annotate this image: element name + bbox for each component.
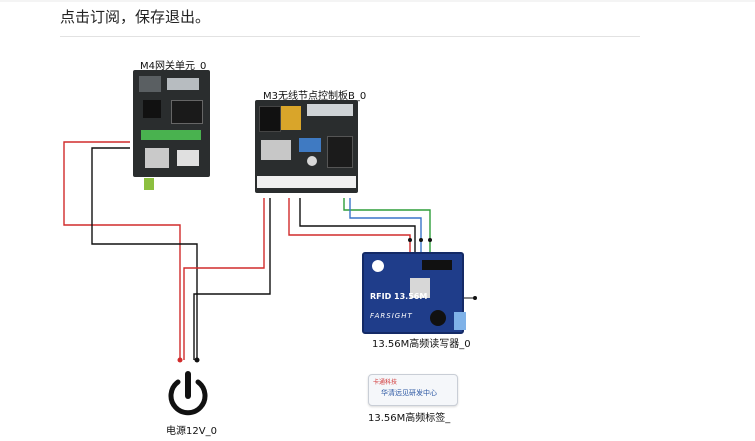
power-label: 电源12V_0 xyxy=(166,426,217,437)
m3-relay-left xyxy=(259,106,281,132)
m4-header-strip xyxy=(167,78,199,90)
m3-relay-yellow xyxy=(281,106,301,130)
m3-battery xyxy=(307,156,317,166)
m4-cpu-chip xyxy=(143,100,161,118)
m3-terminal-row xyxy=(257,176,356,188)
black-wire-m3-to-power xyxy=(193,198,271,360)
black-wire-m4-to-power xyxy=(91,147,198,360)
section-divider xyxy=(60,36,640,37)
card-logo: 卡通科技 xyxy=(373,379,398,386)
green-wire-m3-to-rfid xyxy=(343,198,431,255)
top-edge-strip xyxy=(0,0,755,2)
rfid-tag-label: 13.56M高频标签_ xyxy=(368,413,451,424)
m3-mcu xyxy=(327,136,353,168)
m4-antenna-connector xyxy=(144,178,154,190)
power-supply[interactable] xyxy=(164,370,212,418)
m4-gateway-board[interactable] xyxy=(133,70,210,177)
rfid-brand-text: FARSIGHT xyxy=(370,312,413,320)
rfid-mount-hole xyxy=(372,260,384,272)
rfid-antenna-part xyxy=(454,312,466,330)
rfid-reader-label: 13.56M高频读写器_0 xyxy=(372,339,471,350)
rfid-reader-board[interactable]: RFID 13.56M FARSIGHT xyxy=(362,252,464,334)
red-wire-m4-to-power xyxy=(63,141,181,360)
m3-control-board[interactable] xyxy=(255,100,358,193)
black-wire-m3-to-rfid xyxy=(299,198,416,255)
m4-ethernet-port xyxy=(139,76,161,92)
red-wire-m3-to-power xyxy=(183,198,265,360)
m4-module xyxy=(171,100,203,124)
instruction-text: 点击订阅，保存退出。 xyxy=(60,8,211,26)
m4-rj45-port xyxy=(177,150,199,166)
rfid-header xyxy=(422,260,452,270)
m3-header-top xyxy=(307,104,353,116)
power-icon xyxy=(168,371,208,416)
rfid-buzzer xyxy=(430,310,446,326)
rfid-tag-card[interactable]: 卡通科技 华清远见研发中心 xyxy=(368,374,458,406)
card-text: 华清远见研发中心 xyxy=(381,389,437,397)
m4-terminal-block xyxy=(141,130,201,140)
m3-board-label: M3无线节点控制板B_0 xyxy=(263,91,367,102)
m3-radio-module xyxy=(299,138,321,152)
m3-connector-block xyxy=(261,140,291,160)
m4-gateway-label: M4网关单元_0 xyxy=(140,61,207,72)
rfid-chip xyxy=(410,278,430,298)
rfid-board-text: RFID 13.56M xyxy=(370,292,428,301)
blue-wire-m3-to-rfid xyxy=(349,198,422,255)
red-wire-m3-to-rfid xyxy=(288,198,411,255)
m4-usb-port xyxy=(145,148,169,168)
